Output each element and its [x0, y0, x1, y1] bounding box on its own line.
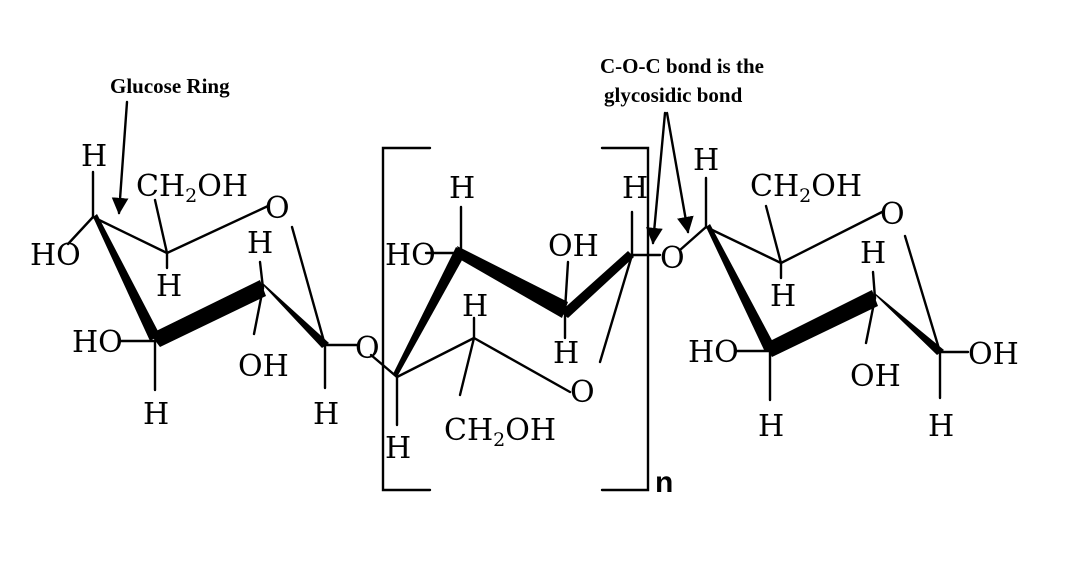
atom-h: H — [462, 289, 488, 324]
left-ring-wedge — [150, 280, 266, 347]
atom-ho: HO — [385, 238, 436, 273]
right-ring-bond — [678, 225, 708, 252]
ring-oxygen: O — [265, 191, 290, 226]
glycosidic-label-line1: C-O-C bond is the — [600, 54, 764, 78]
right-ring-bond — [871, 270, 877, 300]
atom-h: H — [143, 397, 169, 432]
ring-oxygen: O — [570, 375, 595, 410]
middle-ring-bond — [563, 260, 570, 312]
ch2oh-group: CH2OH — [444, 413, 556, 451]
atom-oh: OH — [238, 349, 289, 384]
atom-oh: OH — [968, 337, 1019, 372]
left-ring-wedge — [260, 282, 329, 348]
atom-h: H — [156, 269, 182, 304]
atom-h: H — [313, 397, 339, 432]
middle-ring-bond — [472, 336, 572, 394]
left-ring-wedge — [93, 214, 160, 341]
left-ring-bond — [252, 286, 265, 336]
right-ring-bond — [764, 204, 783, 265]
glycosidic-oxygen: O — [660, 241, 685, 276]
middle-ring-bond — [458, 336, 476, 397]
ch2oh-group: CH2OH — [750, 169, 862, 207]
middle-ring-bond — [598, 253, 634, 364]
atom-ho: HO — [72, 325, 123, 360]
atom-h: H — [385, 431, 411, 466]
atom-h: H — [770, 279, 796, 314]
atom-ho: HO — [688, 335, 739, 370]
glycosidic-arrow-left — [646, 111, 667, 245]
repeat-unit-label: n — [655, 466, 673, 499]
left-ring-bond — [165, 204, 270, 255]
glucose-ring-arrow — [111, 100, 129, 215]
glycosidic-label-line2: glycosidic bond — [604, 83, 743, 107]
middle-glucose-ring: H HO OH H H H O H CH2OH O — [369, 171, 685, 466]
middle-ring-wedge — [393, 247, 466, 377]
ring-oxygen: O — [880, 197, 905, 232]
atom-h: H — [81, 139, 107, 174]
right-ring-bond — [704, 225, 783, 265]
atom-h: H — [449, 171, 475, 206]
right-ring-wedge — [872, 292, 944, 355]
atom-ho: HO — [30, 238, 81, 273]
left-ring-bond — [91, 215, 169, 255]
right-ring-bond — [903, 234, 942, 354]
atom-oh: OH — [548, 229, 599, 264]
middle-ring-wedge — [457, 246, 568, 318]
left-ring-bond — [258, 260, 265, 290]
left-glucose-ring: H HO CH2OH O H H HO H OH H O — [30, 139, 380, 432]
left-ring-bond — [66, 215, 95, 246]
middle-ring-bond — [395, 336, 476, 379]
left-ring-bond — [153, 198, 169, 255]
atom-h: H — [693, 143, 719, 178]
left-bracket — [381, 146, 432, 492]
ch2oh-group: CH2OH — [136, 169, 248, 207]
atom-h: H — [247, 226, 273, 261]
atom-h: H — [928, 409, 954, 444]
left-ring-bond — [290, 225, 327, 347]
glycosidic-oxygen: O — [355, 331, 380, 366]
right-ring-bond — [779, 210, 884, 265]
atom-h: H — [553, 336, 579, 371]
right-ring-wedge — [764, 290, 878, 357]
atom-h: H — [758, 409, 784, 444]
glycosidic-arrow-right — [665, 111, 694, 234]
right-ring-wedge — [706, 224, 775, 352]
right-glucose-ring: H CH2OH O H H HO H OH H OH — [678, 143, 1019, 444]
atom-h: H — [860, 236, 886, 271]
atom-h: H — [622, 171, 648, 206]
glucose-ring-label: Glucose Ring — [110, 74, 230, 98]
right-bracket — [600, 146, 650, 492]
right-ring-bond — [864, 296, 877, 345]
middle-ring-wedge — [560, 251, 634, 318]
atom-oh: OH — [850, 359, 901, 394]
